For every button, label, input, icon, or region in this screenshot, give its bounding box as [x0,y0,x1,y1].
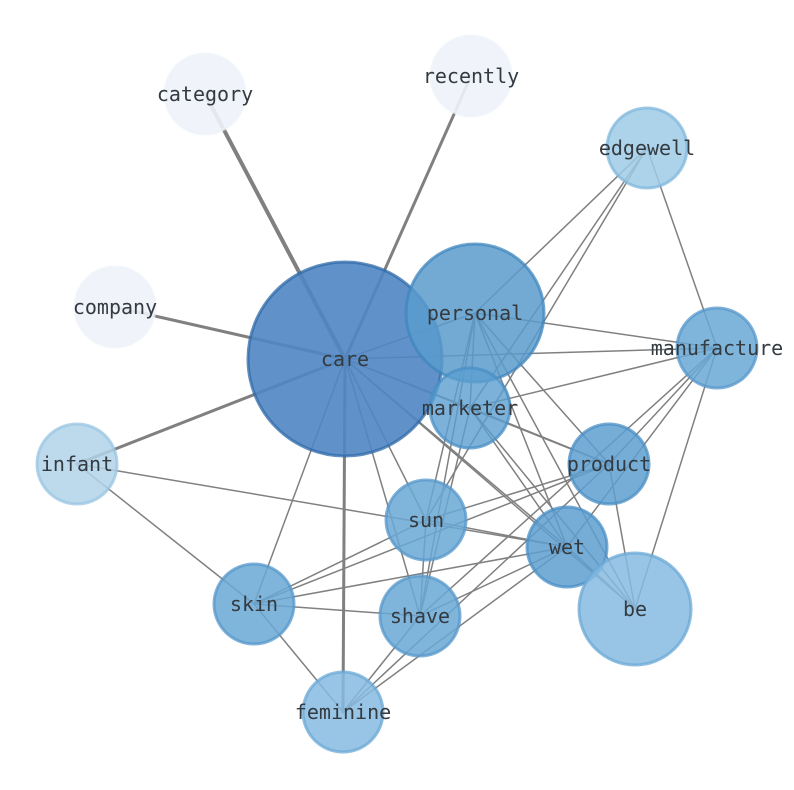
node-label-manufacture: manufacture [651,336,783,360]
node-shave [378,574,462,658]
node-label-wet: wet [549,535,585,559]
node-sun [384,478,468,562]
node-label-product: product [567,452,651,476]
edge-skin-wet [253,546,568,605]
node-label-care: care [321,347,369,371]
node-label-edgewell: edgewell [599,136,695,160]
edge-product-feminine [342,463,610,713]
node-marketer [428,366,512,450]
node-product [567,422,651,506]
node-label-feminine: feminine [295,700,391,724]
node-label-personal: personal [427,301,523,325]
node-label-sun: sun [408,508,444,532]
node-wet [525,505,609,589]
node-manufacture [675,306,759,390]
node-skin [212,562,296,646]
edge-infant-wet [76,463,568,548]
node-label-shave: shave [390,604,450,628]
node-label-skin: skin [230,592,278,616]
node-recently [429,34,513,118]
edge-manufacture-shave [419,347,718,617]
node-label-marketer: marketer [422,396,518,420]
graph-nodes [35,34,759,754]
node-label-be: be [623,597,647,621]
node-feminine [301,670,385,754]
edge-marketer-manufacture [469,347,718,409]
node-edgewell [605,106,689,190]
node-be [577,551,693,667]
node-label-recently: recently [423,64,519,88]
node-label-infant: infant [41,452,113,476]
node-infant [35,422,119,506]
node-label-company: company [73,295,157,319]
node-label-category: category [157,82,253,106]
graph-labels: care personal marketer product wet sun shave sk… [41,64,783,724]
node-company [73,265,157,349]
node-category [163,52,247,136]
